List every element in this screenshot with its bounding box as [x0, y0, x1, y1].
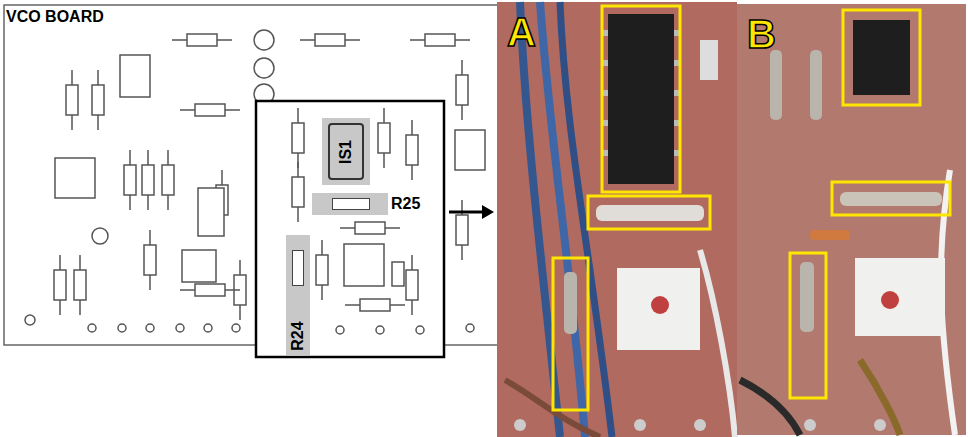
photo-a	[497, 2, 737, 437]
resistor-symbol	[332, 198, 370, 210]
part-label: R24	[289, 322, 307, 351]
resistor-band	[312, 193, 388, 215]
resistor-highlight: R25	[312, 193, 434, 215]
pointer-arrow	[449, 205, 494, 219]
photo-letter: A	[507, 10, 536, 55]
resistor-symbol	[292, 250, 304, 286]
ic-highlight: IS1	[322, 118, 370, 185]
inset-frame	[256, 101, 444, 357]
photo-panel: A	[497, 2, 737, 102]
photo-letter: B	[747, 12, 776, 57]
part-label: IS1	[337, 139, 355, 163]
resistor-highlight: R24	[286, 235, 310, 355]
inset-component-outlines	[292, 108, 424, 334]
board-title: VCO BOARD	[6, 8, 104, 26]
photo-panel: B	[737, 4, 966, 104]
photo-b	[737, 4, 966, 435]
part-label: R25	[391, 195, 420, 213]
